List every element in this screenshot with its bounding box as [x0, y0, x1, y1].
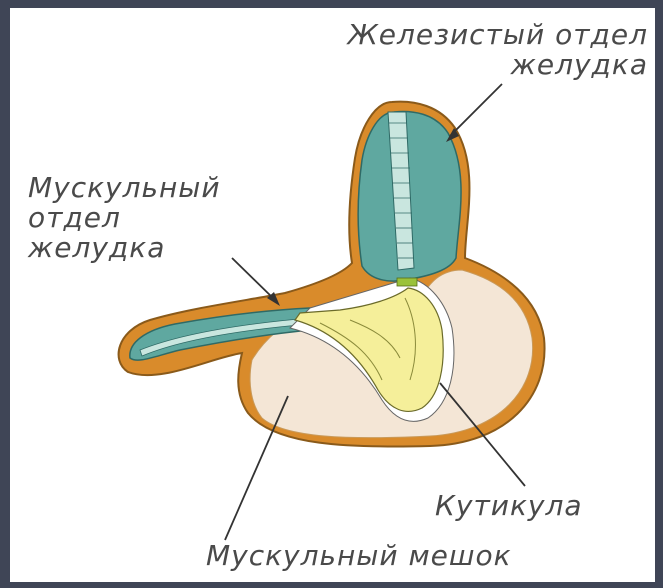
label-muscular-sac: Мускульный мешок	[206, 541, 512, 571]
label-glandular-line1: Железистый отдел	[178, 20, 648, 50]
label-glandular-part: Железистый отдел желудка	[178, 20, 648, 80]
junction-band	[397, 278, 417, 286]
label-muscular-line3: желудка	[28, 233, 221, 263]
label-muscular-line2: отдел	[28, 203, 221, 233]
diagram-frame: Железистый отдел желудка Мускульный отде…	[10, 8, 655, 582]
pointer-glandular	[450, 84, 502, 136]
label-muscular-line1: Мускульный	[28, 173, 221, 203]
pointer-muscular-part	[232, 258, 275, 300]
label-muscular-part: Мускульный отдел желудка	[28, 173, 221, 263]
label-cuticle: Кутикула	[435, 491, 583, 521]
label-glandular-line2: желудка	[178, 50, 648, 80]
